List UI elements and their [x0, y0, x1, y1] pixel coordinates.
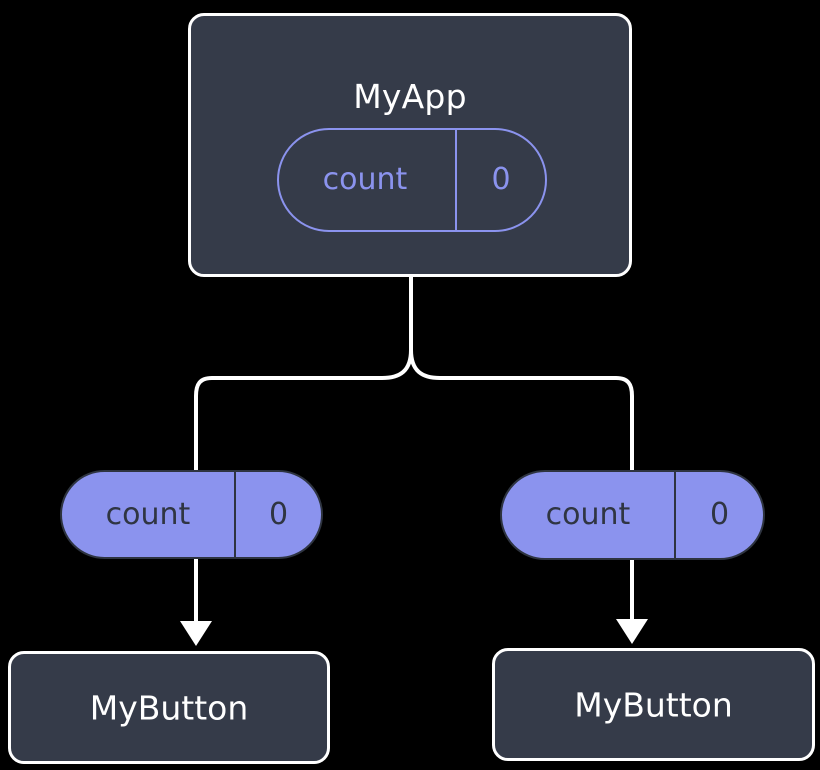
node-mybutton-left-label: MyButton: [89, 688, 249, 727]
node-mybutton-right-label: MyButton: [574, 685, 733, 724]
state-pill-left[interactable]: count 0: [60, 470, 323, 559]
state-pill-right[interactable]: count 0: [500, 470, 765, 560]
state-pill-root[interactable]: count 0: [277, 128, 547, 232]
node-mybutton-left[interactable]: MyButton: [8, 651, 330, 764]
connector-split-left: [194, 349, 413, 470]
node-myapp-title: MyApp: [353, 77, 467, 116]
state-pill-root-value: 0: [455, 130, 545, 230]
arrow-head-left-icon: [180, 621, 212, 646]
node-mybutton-right[interactable]: MyButton: [492, 648, 815, 761]
state-pill-root-key: count: [322, 162, 408, 197]
state-pill-left-key: count: [105, 496, 191, 532]
state-pill-left-value: 0: [234, 472, 321, 557]
arrow-head-right-icon: [616, 619, 648, 644]
state-pill-right-key: count: [545, 497, 631, 532]
state-pill-right-value: 0: [674, 472, 763, 558]
connector-split-right: [409, 349, 634, 470]
